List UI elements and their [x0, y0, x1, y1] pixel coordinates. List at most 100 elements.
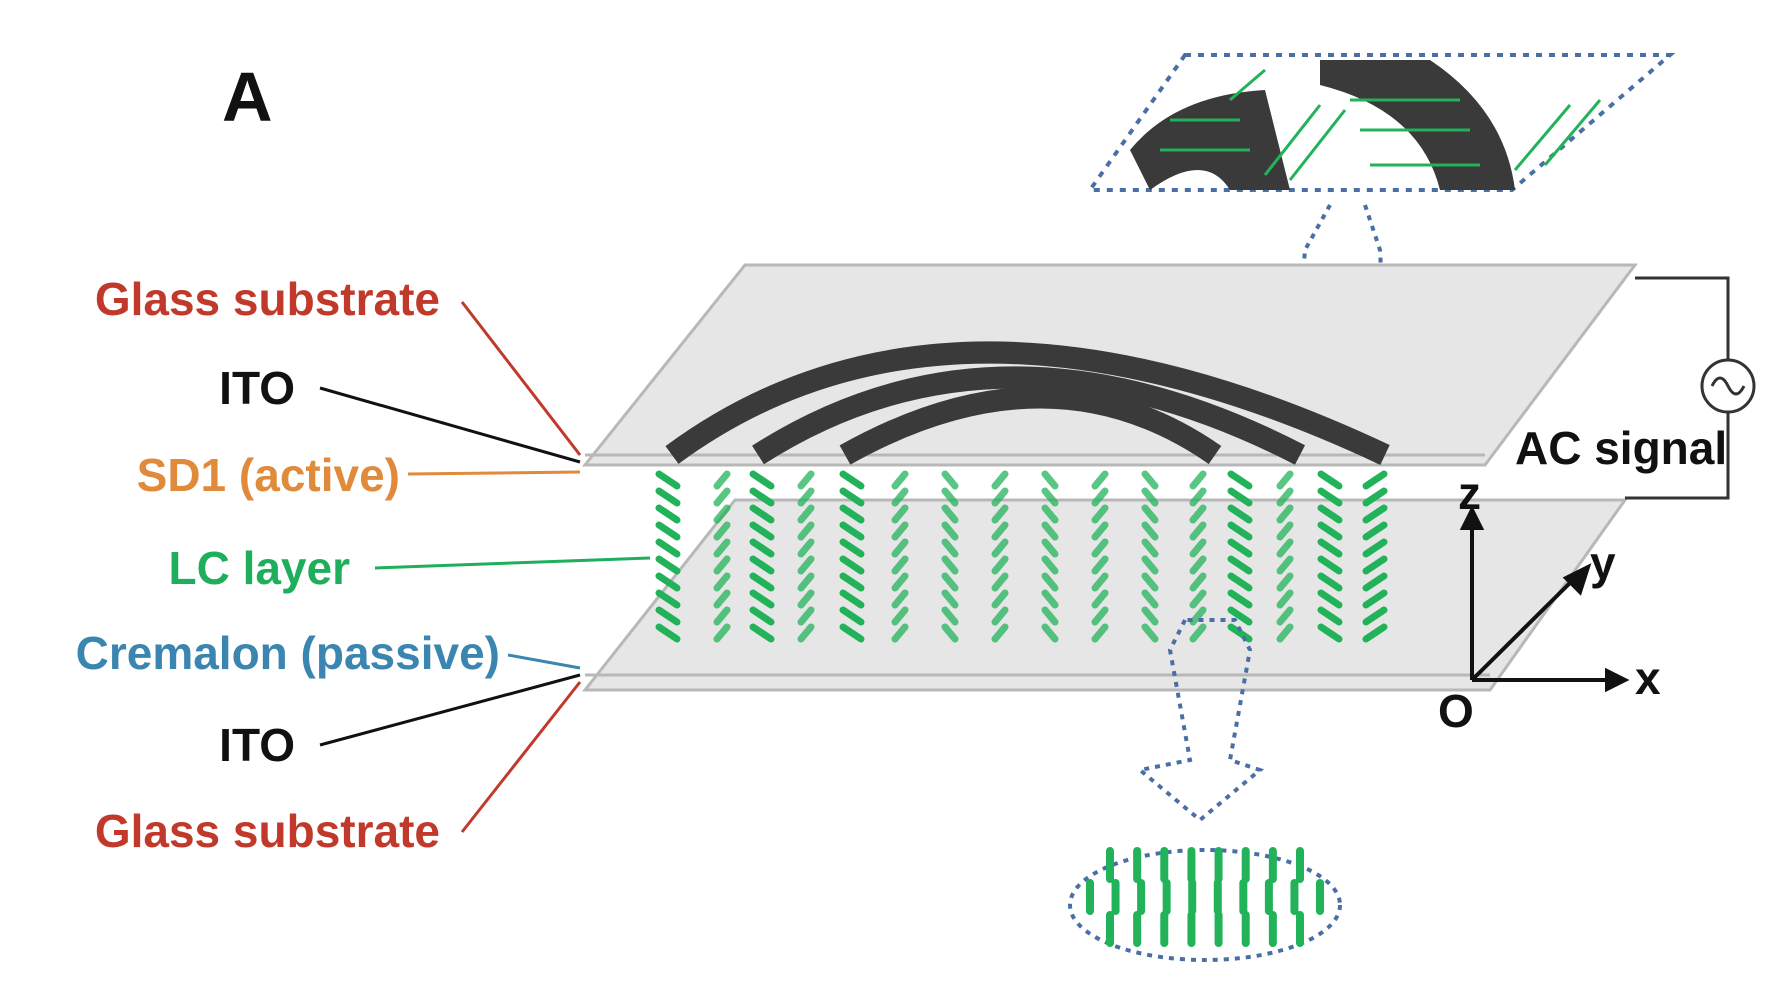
lc-molecule	[655, 538, 681, 558]
lc-molecule	[839, 538, 865, 558]
lc-molecule	[1276, 538, 1294, 558]
lc-molecule	[1227, 487, 1253, 507]
lc-molecule	[1362, 487, 1388, 507]
ito-electrode-arcs	[665, 341, 1390, 465]
lc-molecule	[1189, 555, 1207, 575]
lc-molecule	[713, 555, 731, 575]
label-glass-substrate-top: Glass substrate	[94, 273, 440, 325]
lc-molecule	[1189, 521, 1207, 541]
lc-molecule	[941, 555, 959, 575]
lc-molecule	[1041, 623, 1059, 643]
lc-molecule	[891, 555, 909, 575]
lc-molecule	[713, 606, 731, 626]
lc-molecule	[749, 589, 775, 609]
lc-molecule	[941, 470, 959, 490]
lc-molecule	[941, 623, 959, 643]
bottom-inset-outline	[1068, 848, 1342, 962]
lc-molecule	[991, 487, 1009, 507]
lc-molecule	[1317, 487, 1343, 507]
lc-molecule	[1276, 504, 1294, 524]
lc-molecule	[991, 555, 1009, 575]
lc-molecule	[1362, 470, 1388, 490]
lc-molecule	[1141, 589, 1159, 609]
lc-molecule	[839, 504, 865, 524]
lc-molecule	[1317, 572, 1343, 592]
lc-molecule	[797, 470, 815, 490]
lc-molecule	[839, 555, 865, 575]
lc-molecule	[991, 470, 1009, 490]
lc-molecule	[1227, 623, 1253, 643]
lc-molecule	[1189, 538, 1207, 558]
lc-molecule	[749, 504, 775, 524]
coordinate-axes	[1459, 505, 1630, 693]
lc-molecule	[991, 538, 1009, 558]
lc-molecule	[713, 504, 731, 524]
lc-molecule	[1041, 589, 1059, 609]
label-cremalon-passive: Cremalon (passive)	[75, 627, 500, 679]
lc-molecule	[713, 521, 731, 541]
lc-molecule	[713, 623, 731, 643]
lc-molecule	[1362, 504, 1388, 524]
top-inset-pattern	[1086, 53, 1676, 192]
lc-molecule	[797, 521, 815, 541]
lc-molecule	[1041, 487, 1059, 507]
lc-molecule	[1141, 470, 1159, 490]
lc-molecule	[1317, 470, 1343, 490]
electrode-arc-middle	[752, 366, 1306, 465]
lc-molecule	[891, 487, 909, 507]
lc-molecule	[1091, 504, 1109, 524]
lc-molecule	[839, 521, 865, 541]
label-ito-top: ITO	[219, 362, 295, 414]
axis-label-y: y	[1590, 537, 1616, 589]
lc-molecule	[991, 589, 1009, 609]
lc-molecule	[1276, 487, 1294, 507]
leader-sd1	[407, 470, 581, 476]
lc-molecule	[1189, 470, 1207, 490]
lc-molecule	[655, 521, 681, 541]
lc-molecule	[1362, 606, 1388, 626]
lc-molecule	[655, 470, 681, 490]
lc-molecule	[713, 538, 731, 558]
lc-molecule	[1141, 521, 1159, 541]
axis-label-x: x	[1635, 652, 1661, 704]
lc-molecule	[1317, 606, 1343, 626]
lc-molecule	[1141, 504, 1159, 524]
lc-molecule	[1189, 504, 1207, 524]
label-sd1-active: SD1 (active)	[136, 449, 400, 501]
lc-molecule	[1141, 623, 1159, 643]
ac-source-icon	[1700, 358, 1756, 414]
lc-molecule	[891, 504, 909, 524]
lc-molecule	[1141, 538, 1159, 558]
lc-molecule	[1041, 521, 1059, 541]
lc-molecule	[941, 504, 959, 524]
lc-molecule	[1362, 555, 1388, 575]
leader-ito-bottom	[319, 673, 581, 747]
lc-molecule	[1317, 589, 1343, 609]
lc-molecule	[1041, 572, 1059, 592]
lc-molecule	[1189, 589, 1207, 609]
lc-molecule	[1091, 623, 1109, 643]
electrode-arc-outer	[665, 341, 1390, 465]
lc-molecule	[1091, 487, 1109, 507]
lc-molecule	[891, 521, 909, 541]
lc-molecule	[749, 470, 775, 490]
lc-molecule	[797, 487, 815, 507]
leader-lc	[374, 556, 651, 570]
lc-molecule	[1041, 538, 1059, 558]
lc-molecule	[1227, 504, 1253, 524]
lc-molecule	[1317, 623, 1343, 643]
lc-molecule	[1091, 572, 1109, 592]
lc-molecule-columns	[655, 470, 1388, 643]
lc-molecule	[1091, 589, 1109, 609]
lc-molecule	[749, 521, 775, 541]
lc-molecule	[713, 589, 731, 609]
lc-molecule	[1362, 572, 1388, 592]
lc-molecule	[839, 589, 865, 609]
lc-molecule	[1276, 572, 1294, 592]
lc-molecule	[891, 623, 909, 643]
lc-molecule	[1189, 623, 1207, 643]
lc-molecule	[941, 538, 959, 558]
lc-molecule	[1091, 470, 1109, 490]
lc-molecule	[1317, 504, 1343, 524]
